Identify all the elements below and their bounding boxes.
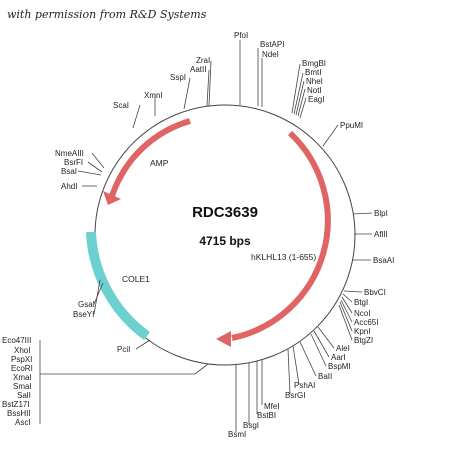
site-XmnI: XmnI	[144, 91, 163, 100]
site-BsaAI: BsaAI	[373, 256, 394, 265]
site-BlpI: BlpI	[374, 209, 388, 218]
site-AarI: AarI	[331, 353, 346, 362]
site-BtgI: BtgI	[354, 298, 368, 307]
insert-arrowhead	[216, 331, 231, 347]
site-GsaI: GsaI	[78, 300, 95, 309]
site-SmaI: SmaI	[13, 382, 32, 391]
site-Acc65I: Acc65I	[354, 318, 378, 327]
site-BstBI: BstBI	[257, 411, 276, 420]
site-BaII: BaII	[318, 372, 332, 381]
insert-feature-arc	[231, 130, 331, 341]
site-labels: PfoI BstAPI NdeI BmgBI BmtI NheI NotI Ea…	[2, 31, 394, 439]
site-leader-lines	[39, 40, 373, 432]
plasmid-size: 4715 bps	[199, 234, 251, 248]
site-BsmI: BsmI	[228, 430, 246, 439]
site-BsrFI: BsrFI	[64, 158, 83, 167]
site-PfoI: PfoI	[234, 31, 248, 40]
site-BsgI: BsgI	[243, 421, 259, 430]
site-Eco47III: Eco47III	[2, 336, 31, 345]
site-NcoI: NcoI	[354, 309, 370, 318]
site-PpuMI: PpuMI	[340, 121, 363, 130]
site-BmtI: BmtI	[305, 68, 321, 77]
site-EcoRI: EcoRI	[11, 364, 33, 373]
site-BsaI: BsaI	[61, 167, 77, 176]
site-BspMI: BspMI	[328, 362, 351, 371]
site-AleI: AleI	[336, 344, 350, 353]
site-BstZ17I: BstZ17I	[2, 400, 30, 409]
site-BtgZI: BtgZI	[354, 336, 373, 345]
site-BbvCI: BbvCI	[364, 288, 386, 297]
site-SspI: SspI	[170, 73, 186, 82]
site-BstAPI: BstAPI	[260, 40, 284, 49]
site-EagI: EagI	[308, 95, 324, 104]
site-NheI: NheI	[306, 77, 323, 86]
site-PshAI: PshAI	[294, 381, 315, 390]
amp-feature-arc	[109, 118, 191, 197]
site-BmgBI: BmgBI	[302, 59, 326, 68]
insert-label: hKLHL13 (1-655)	[251, 252, 316, 262]
site-ZraI: ZraI	[196, 56, 210, 65]
site-PciI: PciI	[117, 345, 130, 354]
site-MfeI: MfeI	[264, 402, 280, 411]
ori-label: COLE1	[122, 274, 150, 284]
site-NdeI: NdeI	[262, 50, 279, 59]
cole1-feature-arc	[86, 231, 150, 341]
site-AflII: AflII	[374, 230, 388, 239]
site-BsrGI: BsrGI	[285, 391, 305, 400]
plasmid-name: RDC3639	[192, 204, 258, 221]
site-XmaI: XmaI	[13, 373, 32, 382]
amp-arrowhead	[103, 191, 121, 205]
site-NotI: NotI	[307, 86, 322, 95]
site-NmeAIII: NmeAIII	[55, 149, 84, 158]
site-BseYI: BseYI	[73, 310, 94, 319]
site-BssHII: BssHII	[7, 409, 31, 418]
site-KpnI: KpnI	[354, 327, 370, 336]
site-AhdI: AhdI	[61, 182, 77, 191]
site-AatII: AatII	[190, 65, 206, 74]
site-PspXI: PspXI	[11, 355, 32, 364]
credit-text: with permission from R&D Systems	[7, 8, 207, 21]
amp-label: AMP	[150, 158, 169, 168]
site-AscI: AscI	[15, 418, 31, 427]
site-XhoI: XhoI	[14, 346, 30, 355]
site-SalI: SalI	[17, 391, 31, 400]
site-ScaI: ScaI	[113, 101, 129, 110]
